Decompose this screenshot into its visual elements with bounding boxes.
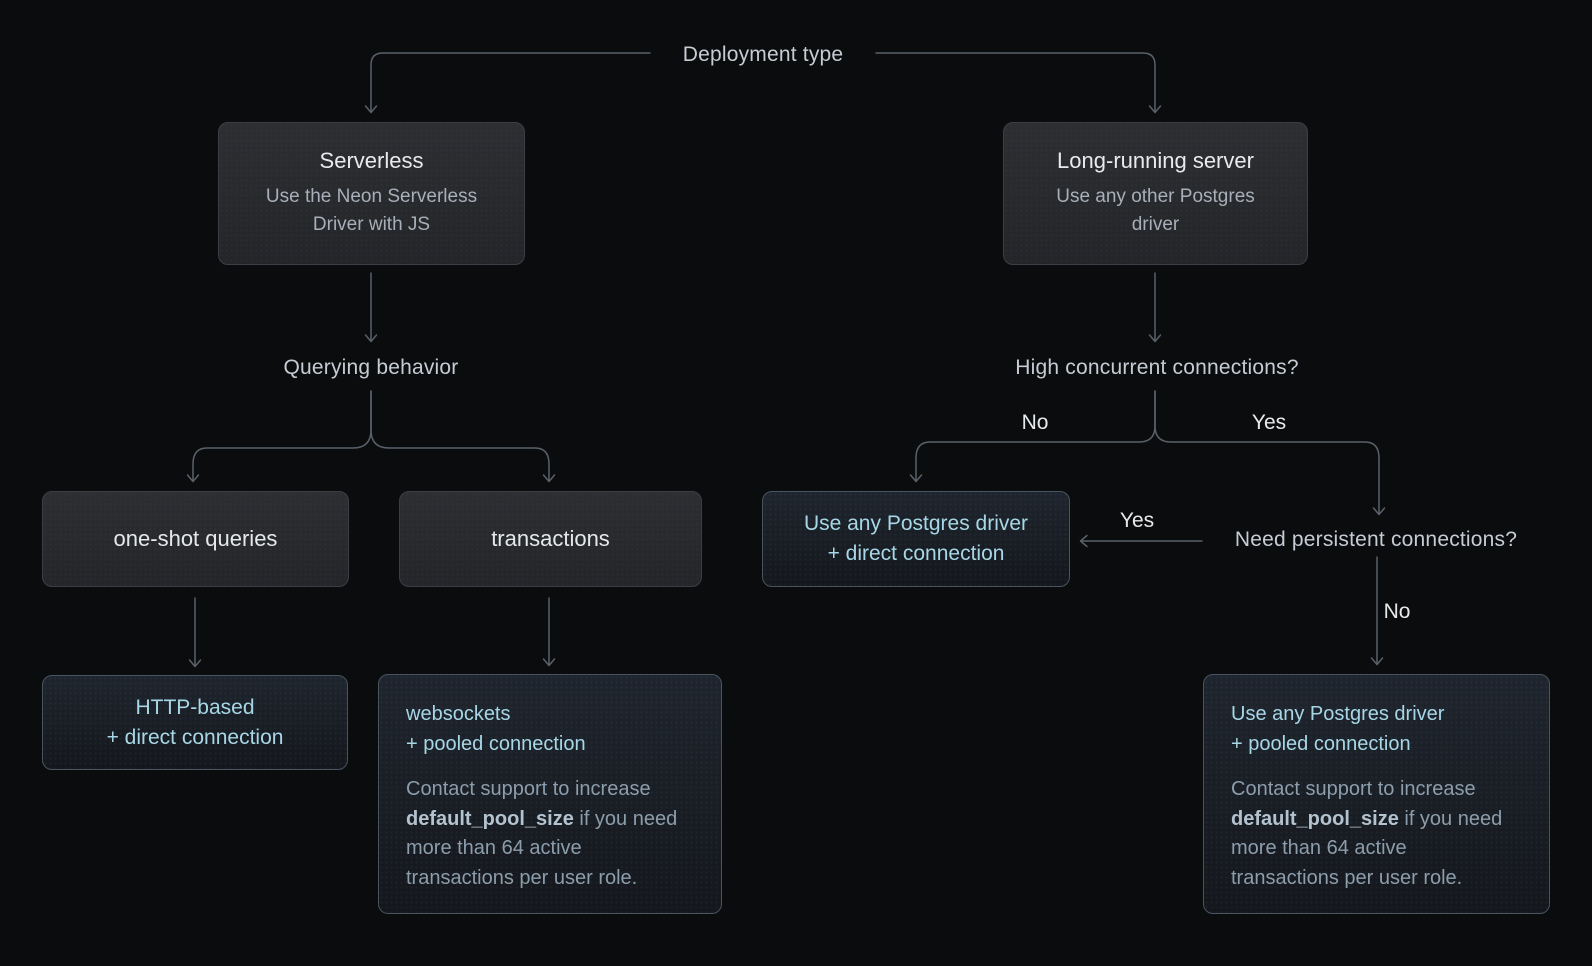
node-http-direct-line1: HTTP-based [135, 695, 255, 719]
node-any-driver-pooled: Use any Postgres driver + pooled connect… [1203, 674, 1550, 914]
node-serverless-subtitle: Use the Neon Serverless Driver with JS [265, 186, 478, 235]
branch-label-concurrent-yes: Yes [1251, 411, 1287, 434]
node-transactions-label: transactions [491, 526, 610, 551]
note-pool-size-term: default_pool_size [406, 807, 574, 830]
node-serverless: Serverless Use the Neon Serverless Drive… [218, 122, 525, 265]
label-high-concurrent-connections: High concurrent connections? [1015, 356, 1299, 379]
edge-concurrent-no-to-direct [909, 390, 1156, 483]
node-websockets-note: Contact support to increase default_pool… [406, 775, 690, 893]
note-text-pre: Contact support to increase [1231, 778, 1476, 800]
node-any-driver-direct-line2: + direct connection [827, 542, 1005, 565]
node-any-driver-direct: Use any Postgres driver + direct connect… [762, 491, 1070, 587]
node-any-driver-direct-line1: Use any Postgres driver [803, 512, 1029, 535]
node-any-driver-pooled-note: Contact support to increase default_pool… [1231, 775, 1515, 893]
node-websockets-line1: websockets [406, 703, 511, 725]
branch-label-persistent-yes: Yes [1119, 509, 1155, 532]
node-websockets-line2: + pooled connection [406, 733, 586, 755]
note-pool-size-term: default_pool_size [1231, 807, 1399, 830]
label-querying-behavior: Querying behavior [283, 356, 459, 379]
node-long-running-subtitle: Use any other Postgres driver [1056, 186, 1255, 235]
note-text-post: if you need more than 64 active transact… [406, 807, 678, 889]
node-any-driver-pooled-line2: + pooled connection [1231, 733, 1411, 755]
node-serverless-title: Serverless [319, 148, 424, 173]
node-one-shot-label: one-shot queries [113, 526, 278, 551]
edge-root-to-serverless [364, 52, 651, 114]
node-http-direct-line2: + direct connection [106, 725, 284, 749]
branch-label-concurrent-no: No [1021, 411, 1049, 434]
node-long-running-server: Long-running server Use any other Postgr… [1003, 122, 1308, 265]
label-deployment-type: Deployment type [682, 43, 844, 66]
edge-root-to-long-running [875, 52, 1162, 114]
label-need-persistent-connections: Need persistent connections? [1234, 528, 1518, 551]
node-http-direct: HTTP-based + direct connection [42, 675, 348, 770]
node-one-shot-queries: one-shot queries [42, 491, 349, 587]
edge-querying-to-transactions [370, 390, 556, 483]
node-long-running-title: Long-running server [1057, 148, 1254, 173]
node-websockets-pooled: websockets + pooled connection Contact s… [378, 674, 722, 914]
node-any-driver-pooled-line1: Use any Postgres driver [1231, 703, 1445, 725]
branch-label-persistent-no: No [1383, 600, 1411, 623]
node-transactions: transactions [399, 491, 702, 587]
edge-querying-to-one-shot [186, 390, 372, 483]
edge-concurrent-yes-to-persistent [1154, 390, 1386, 516]
note-text-post: if you need more than 64 active transact… [1231, 807, 1503, 889]
note-text-pre: Contact support to increase [406, 778, 651, 800]
